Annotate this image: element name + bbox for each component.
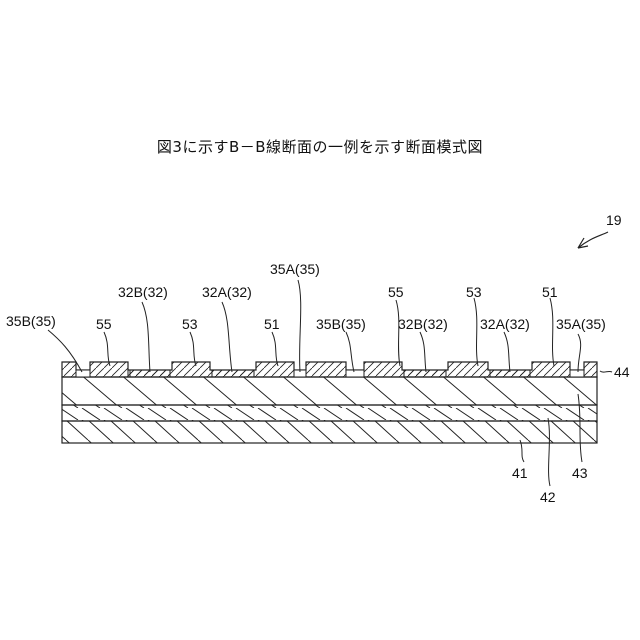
label-35b-left: 35B(35)	[6, 313, 56, 329]
fig-ref-arrow	[578, 232, 608, 248]
layer-42	[62, 405, 597, 421]
label-35a-right: 35A(35)	[556, 316, 606, 332]
label-51-left: 51	[264, 316, 280, 332]
label-53-right: 53	[466, 284, 482, 300]
label-32b-right: 32B(32)	[398, 316, 448, 332]
label-51-right: 51	[542, 284, 558, 300]
label-55-left: 55	[96, 316, 112, 332]
label-32a-left: 32A(32)	[202, 284, 252, 300]
electrode-32b-right	[404, 370, 446, 377]
electrode-32a-left	[212, 370, 254, 377]
label-53-left: 53	[182, 316, 198, 332]
recess-35b-left	[76, 370, 90, 377]
label-32a-right: 32A(32)	[480, 316, 530, 332]
recess-35b-mid	[346, 370, 364, 377]
label-35a-top: 35A(35)	[270, 261, 320, 277]
label-43: 43	[572, 465, 588, 481]
label-fig-ref: 19	[606, 212, 622, 228]
label-42: 42	[540, 489, 556, 505]
label-41: 41	[512, 465, 528, 481]
layer-43	[62, 377, 597, 405]
label-32b-left: 32B(32)	[118, 284, 168, 300]
label-55-right: 55	[388, 284, 404, 300]
label-35b-mid: 35B(35)	[316, 316, 366, 332]
label-44: 44	[614, 364, 630, 380]
layer-41	[62, 421, 597, 443]
recess-35a-right	[570, 370, 584, 377]
